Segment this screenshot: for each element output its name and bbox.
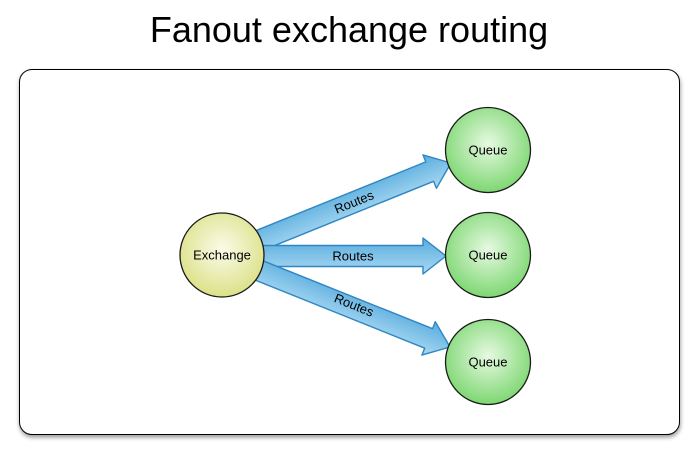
routes-arrow-1: [253, 154, 452, 252]
node-label-exchange: Exchange: [193, 248, 251, 263]
exchange-node: [179, 212, 265, 298]
diagram-title: Fanout exchange routing: [149, 9, 549, 50]
routes-arrow-3: [253, 259, 451, 356]
node-label-queue-2: Queue: [468, 248, 507, 263]
edges: [253, 154, 452, 356]
node-label-queue-3: Queue: [468, 355, 507, 370]
node-label-queue-1: Queue: [468, 143, 507, 158]
nodes: [179, 106, 532, 406]
routes-arrow-2: [261, 237, 447, 275]
queue-node-2: [444, 211, 532, 299]
edge-label-2: Routes: [332, 249, 374, 264]
queue-node-3: [444, 318, 532, 406]
queue-node-1: [444, 106, 532, 194]
